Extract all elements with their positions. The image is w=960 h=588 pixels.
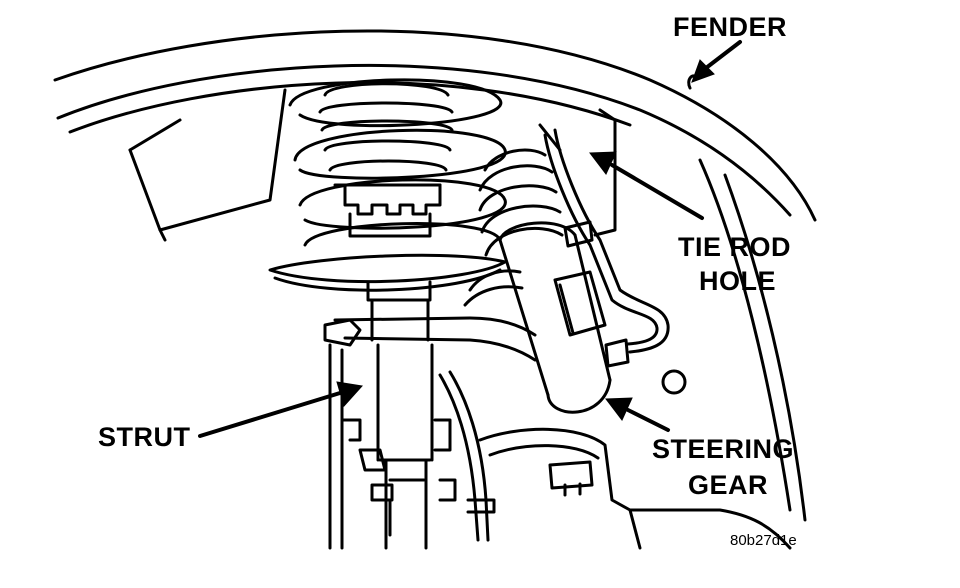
- upper-mount: [343, 183, 442, 238]
- steering-gear-arrow: [605, 397, 670, 432]
- strut-label: STRUT: [98, 422, 191, 452]
- steering-gear-label-line1: STEERING: [652, 434, 795, 464]
- tie-rod-boot: [463, 148, 564, 307]
- wheelhouse-panel: [128, 88, 617, 242]
- coil-spring: [288, 78, 507, 247]
- brake-hose: [438, 370, 496, 542]
- figure-code: 80b27d1e: [730, 532, 797, 549]
- tie-rod-hole-arrow: [589, 151, 704, 220]
- tie-rod-hole-label-line1: TIE ROD: [678, 232, 792, 262]
- tie-rod-hole-label-line2: HOLE: [699, 266, 777, 296]
- crossmember: [478, 427, 792, 550]
- steering-gear-tube: [498, 221, 612, 414]
- strut-boot: [318, 82, 454, 187]
- fender-outline: [53, 29, 817, 522]
- mounting-hole: [661, 369, 687, 395]
- fender-arrow: [691, 40, 742, 83]
- strut-bracket: [340, 418, 457, 502]
- fender-label: FENDER: [673, 12, 788, 42]
- spring-seat: [268, 253, 507, 292]
- hydraulic-line: [538, 123, 670, 368]
- strut-arrow: [198, 381, 363, 438]
- steering-gear-label-line2: GEAR: [688, 470, 769, 500]
- strut-body: [366, 280, 434, 550]
